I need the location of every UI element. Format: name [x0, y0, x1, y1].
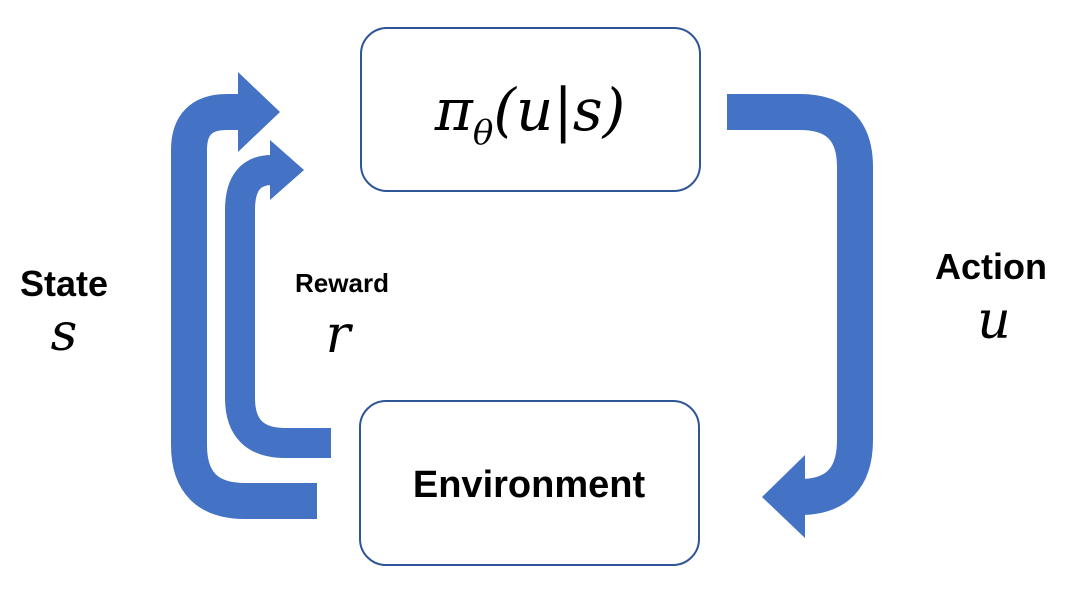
- environment-label: Environment: [413, 464, 646, 506]
- policy-formula: πθ(u|s): [434, 76, 626, 153]
- state-label: State: [20, 263, 108, 304]
- action-symbol: u: [977, 291, 1011, 351]
- state-symbol: s: [51, 303, 78, 363]
- state-arrow: [171, 72, 317, 519]
- action-arrow: [727, 94, 873, 538]
- reward-arrow: [225, 140, 331, 458]
- policy-args: (u|s): [493, 76, 625, 144]
- action-label: Action: [935, 246, 1047, 287]
- reward-label: Reward: [295, 268, 389, 298]
- policy-theta: θ: [473, 113, 493, 153]
- policy-pi: π: [434, 76, 474, 144]
- policy-box: πθ(u|s): [360, 27, 701, 192]
- reward-symbol: r: [326, 305, 354, 365]
- environment-box: Environment: [359, 400, 700, 566]
